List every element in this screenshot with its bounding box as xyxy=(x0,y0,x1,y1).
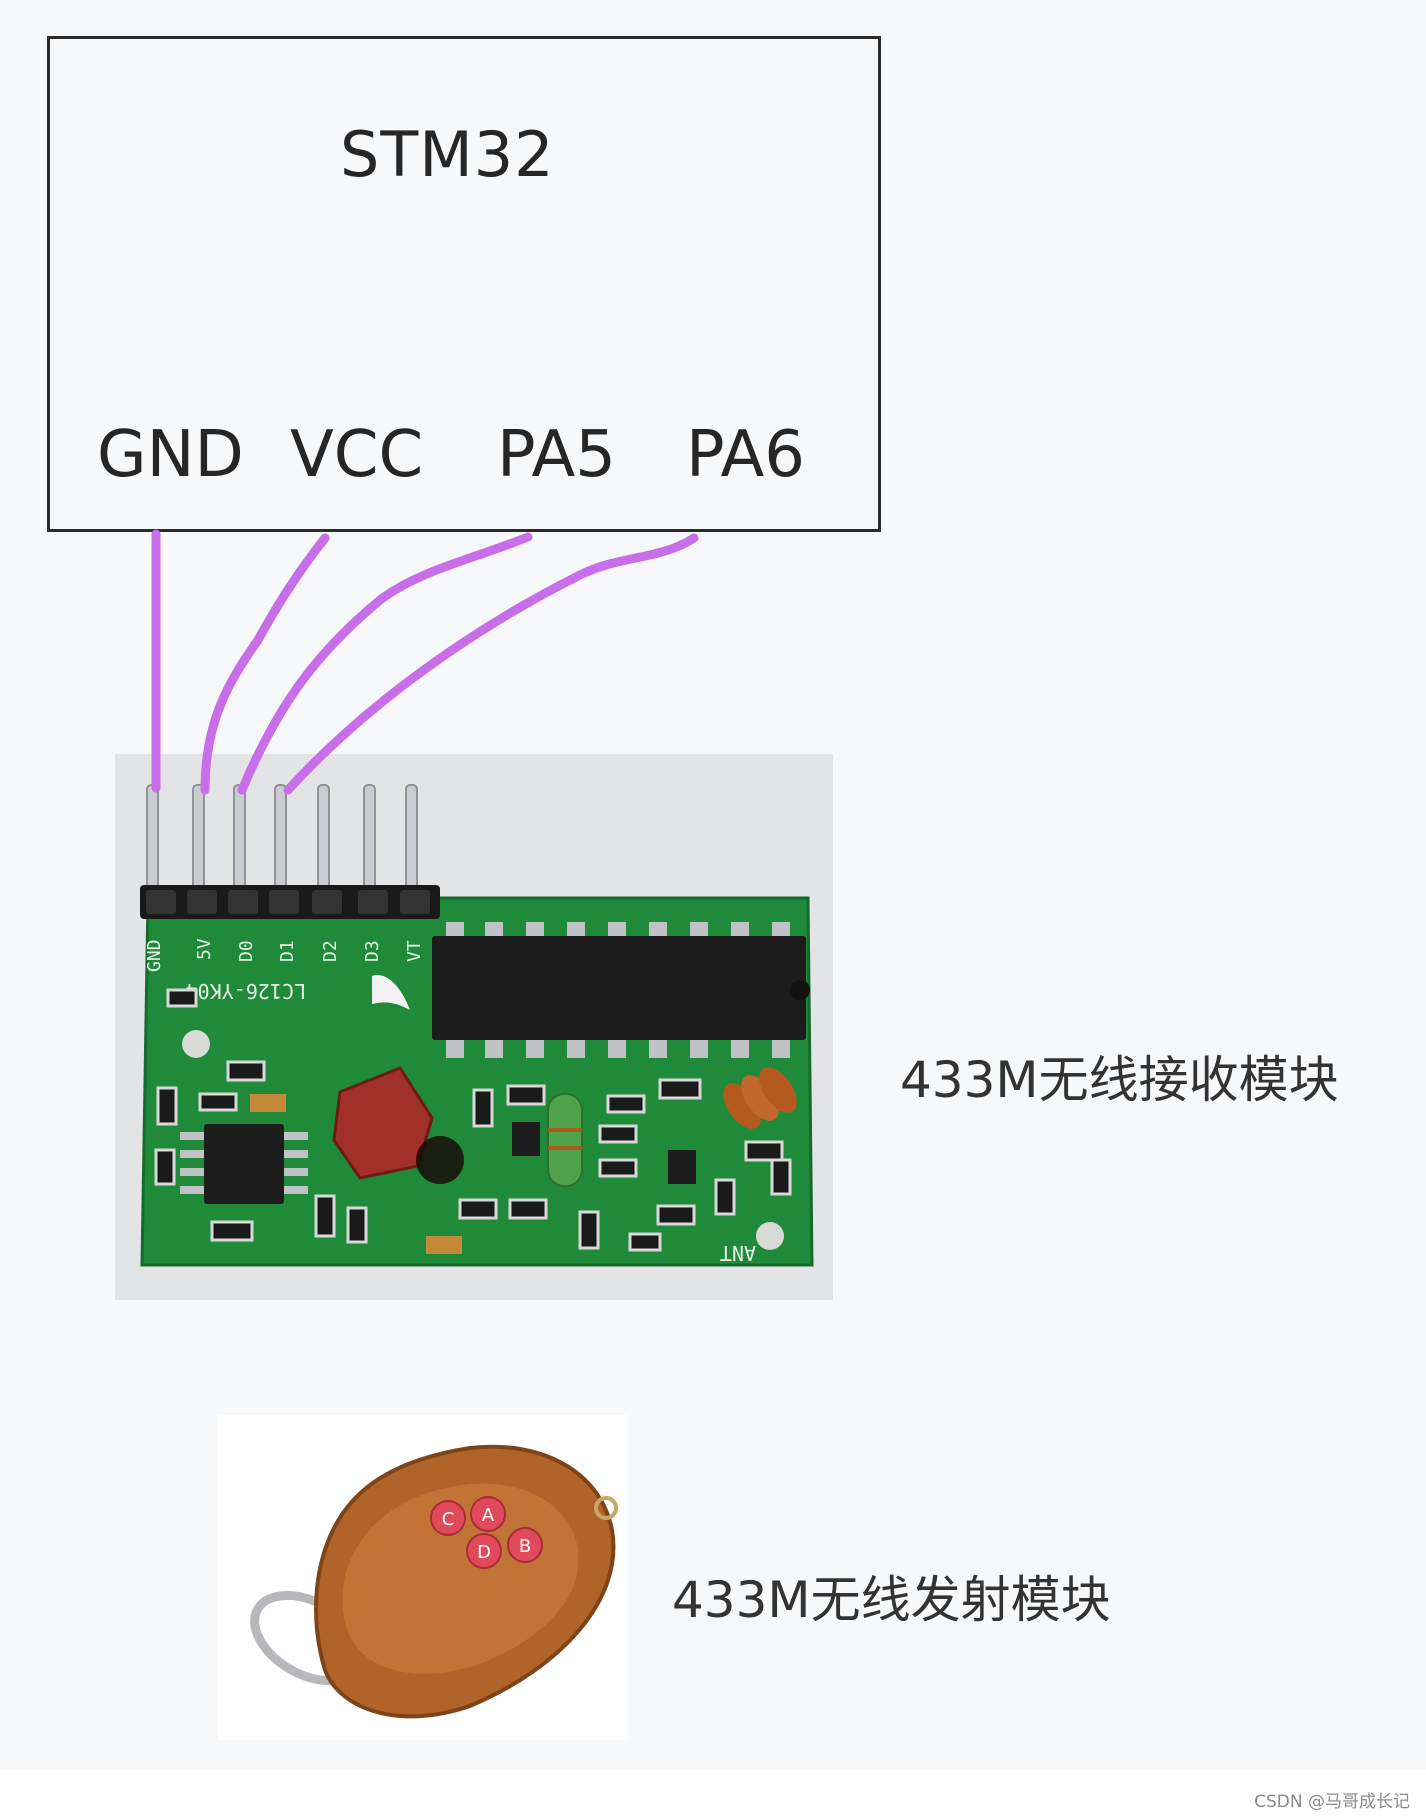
silk-d1: D1 xyxy=(277,940,298,962)
pin-label-pa5: PA5 xyxy=(497,418,616,492)
remote-button-b-label: B xyxy=(519,1536,531,1557)
remote-button-b xyxy=(507,1527,543,1563)
remote-control: C A D B xyxy=(250,1444,618,1719)
wire-vcc xyxy=(200,533,330,795)
stm32-box xyxy=(47,36,881,532)
keyring-hole xyxy=(594,1496,618,1520)
transistor-1 xyxy=(512,1122,540,1156)
silkscreen-pin-labels: GND 5V D0 D1 D2 D3 VT xyxy=(144,938,425,972)
mounting-hole-2 xyxy=(756,1222,784,1250)
remote-button-a xyxy=(470,1496,506,1532)
wire-pa6 xyxy=(283,533,699,795)
silk-board-marking: LC126-YK04 xyxy=(186,979,306,1003)
transmitter-caption: 433M无线发射模块 xyxy=(672,1571,1111,1629)
board-logo xyxy=(372,975,410,1010)
remote-button-d xyxy=(466,1533,502,1569)
remote-button-a-label: A xyxy=(482,1505,495,1526)
remote-button-d-label: D xyxy=(477,1542,491,1563)
header-pins xyxy=(146,784,418,891)
wire-pa5 xyxy=(237,532,533,795)
smd-components xyxy=(154,988,792,1252)
pin-label-vcc: VCC xyxy=(290,418,424,492)
silk-5v: 5V xyxy=(194,938,215,960)
mcu-title: STM32 xyxy=(340,118,555,191)
decoder-chip xyxy=(432,922,810,1058)
receiver-module: GND 5V D0 D1 D2 D3 VT LC126-YK04 ANT xyxy=(140,784,814,1267)
silk-vt: VT xyxy=(404,940,425,962)
pin-label-gnd: GND xyxy=(97,418,244,492)
receiver-caption: 433M无线接收模块 xyxy=(900,1051,1339,1109)
watermark: CSDN @马哥成长记 xyxy=(1254,1792,1410,1812)
inductor xyxy=(547,1093,583,1187)
silk-d0: D0 xyxy=(236,940,257,962)
antenna-coil xyxy=(723,1067,797,1129)
small-chip xyxy=(180,1124,308,1204)
capacitors xyxy=(250,1094,462,1254)
mounting-hole-1 xyxy=(182,1030,210,1058)
page-footer xyxy=(0,1770,1426,1819)
pin-label-pa6: PA6 xyxy=(686,418,805,492)
remote-button-c-label: C xyxy=(442,1509,455,1530)
transistor-2 xyxy=(668,1150,696,1184)
remote-buttons: C A D B xyxy=(430,1496,543,1569)
connection-wires xyxy=(151,529,699,795)
silk-d2: D2 xyxy=(320,940,341,962)
remote-button-c xyxy=(430,1500,466,1536)
silk-d3: D3 xyxy=(362,940,383,962)
silk-antenna-label: ANT xyxy=(720,1241,756,1265)
silk-gnd: GND xyxy=(144,939,165,972)
